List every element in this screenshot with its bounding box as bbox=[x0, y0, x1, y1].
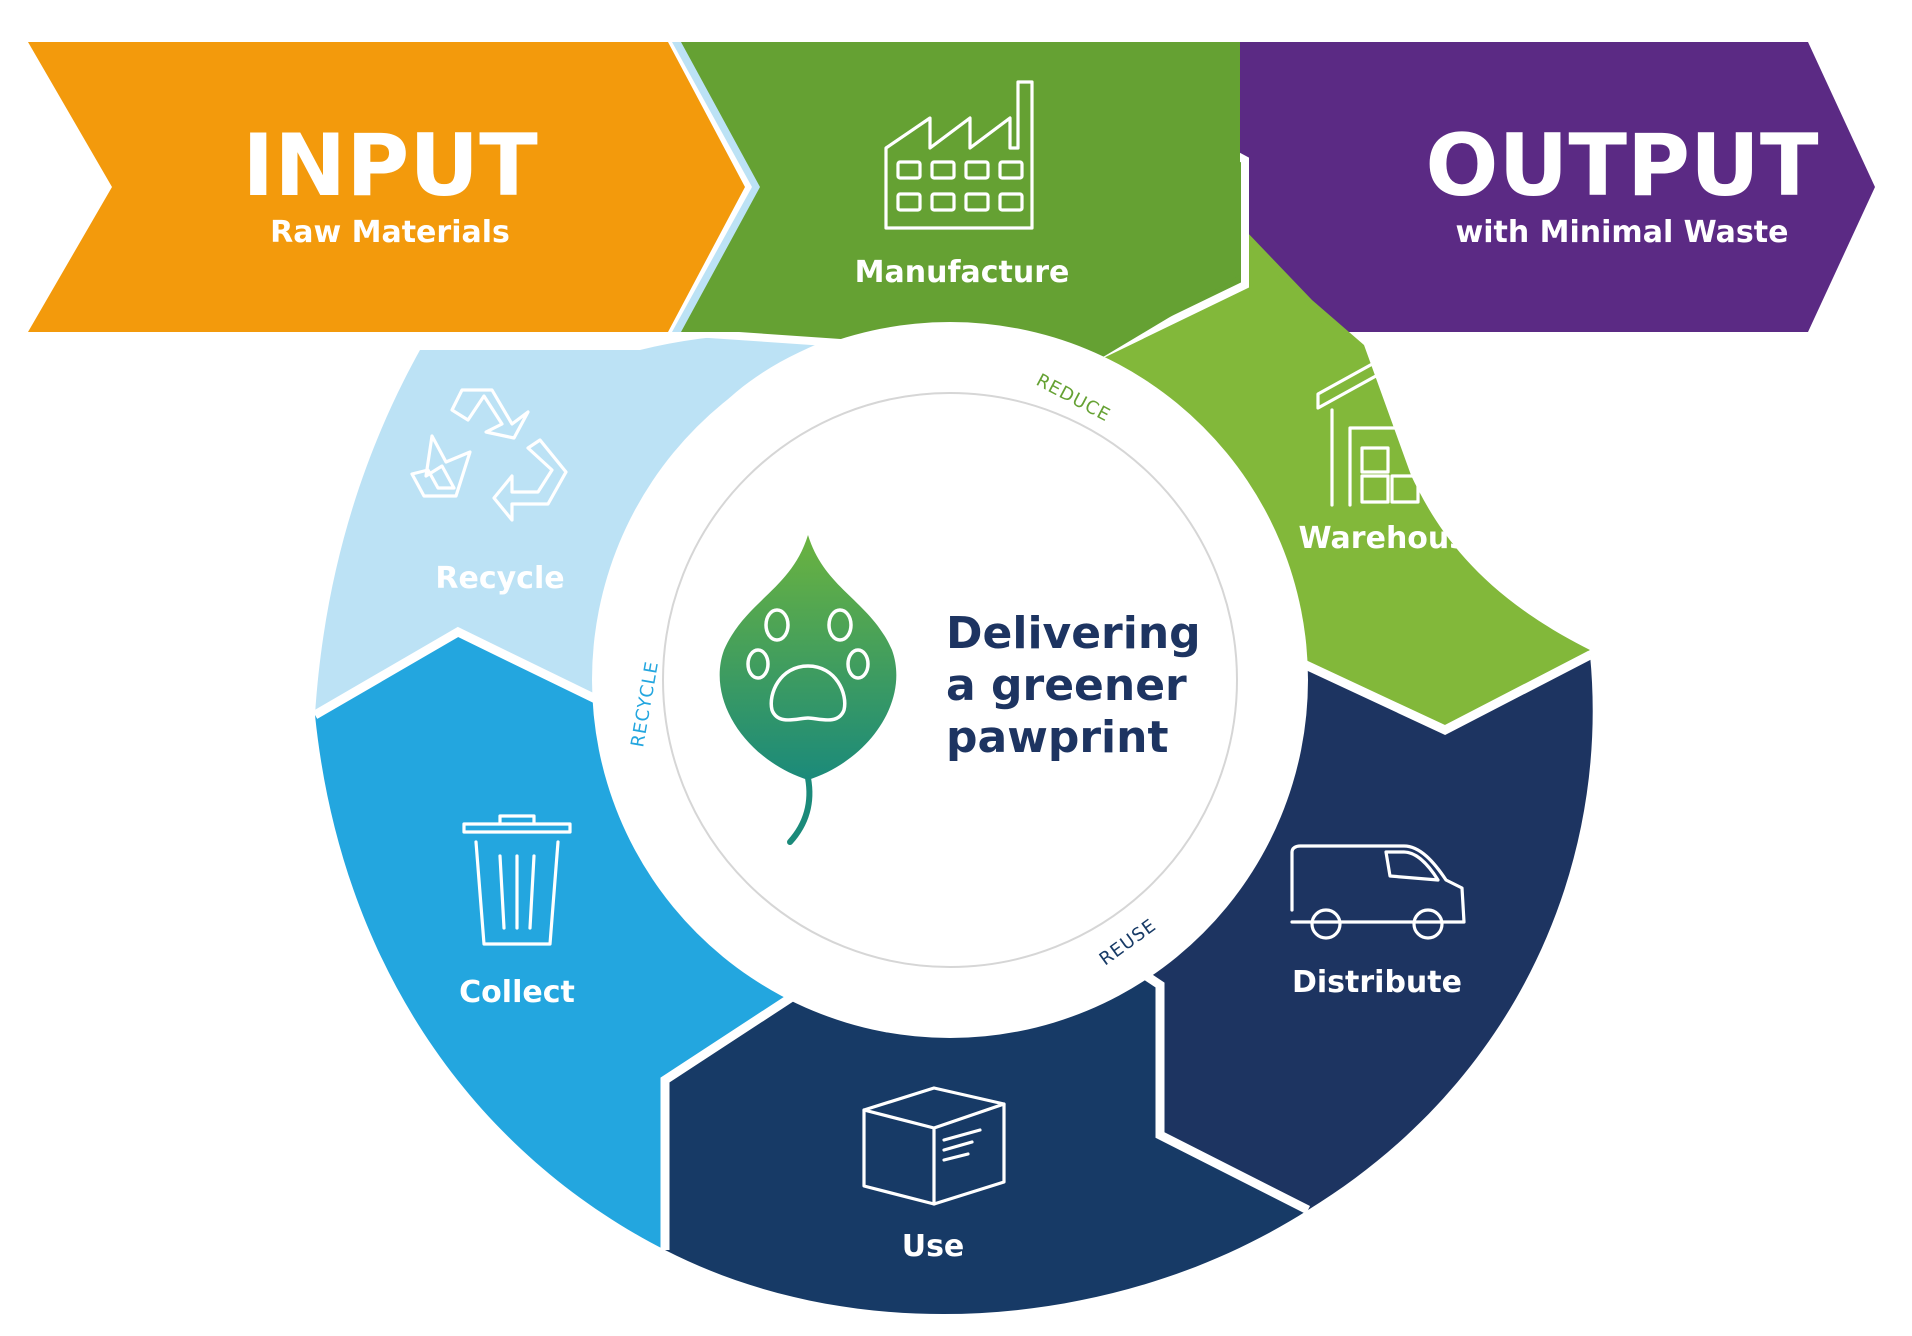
stage-label-manufacture: Manufacture bbox=[855, 255, 1070, 290]
input-subtitle: Raw Materials bbox=[270, 215, 510, 250]
stage-label-recycle: Recycle bbox=[435, 561, 564, 596]
stage-label-collect: Collect bbox=[459, 975, 575, 1010]
trash-bin-icon bbox=[462, 814, 572, 946]
output-title: OUTPUT bbox=[1425, 116, 1818, 216]
center-tagline: Delivering a greener pawprint bbox=[946, 608, 1201, 763]
tagline-line-1: Delivering bbox=[946, 608, 1201, 659]
stage-label-distribute: Distribute bbox=[1292, 965, 1462, 1000]
segment-use bbox=[665, 975, 1308, 1315]
stage-label-use: Use bbox=[902, 1229, 965, 1264]
tagline-line-2: a greener bbox=[946, 660, 1187, 711]
box-icon bbox=[862, 1086, 1006, 1206]
warehouse-icon bbox=[1316, 350, 1472, 507]
van-icon bbox=[1290, 844, 1466, 940]
segment-recycle bbox=[315, 333, 840, 715]
output-subtitle: with Minimal Waste bbox=[1456, 215, 1789, 250]
stage-label-warehouse: Warehouse bbox=[1299, 521, 1488, 556]
factory-icon bbox=[884, 80, 1034, 230]
segment-collect bbox=[315, 632, 795, 1250]
input-banner bbox=[28, 42, 745, 332]
segment-separators bbox=[312, 626, 1593, 1250]
input-title: INPUT bbox=[242, 116, 538, 216]
cycle-ring bbox=[315, 110, 1593, 1315]
tagline-line-3: pawprint bbox=[946, 712, 1168, 763]
center-inner-ring bbox=[662, 392, 1238, 968]
recycle-icon bbox=[410, 388, 568, 522]
segment-distribute bbox=[1145, 655, 1593, 1210]
leaf-pawprint-icon bbox=[719, 535, 897, 845]
